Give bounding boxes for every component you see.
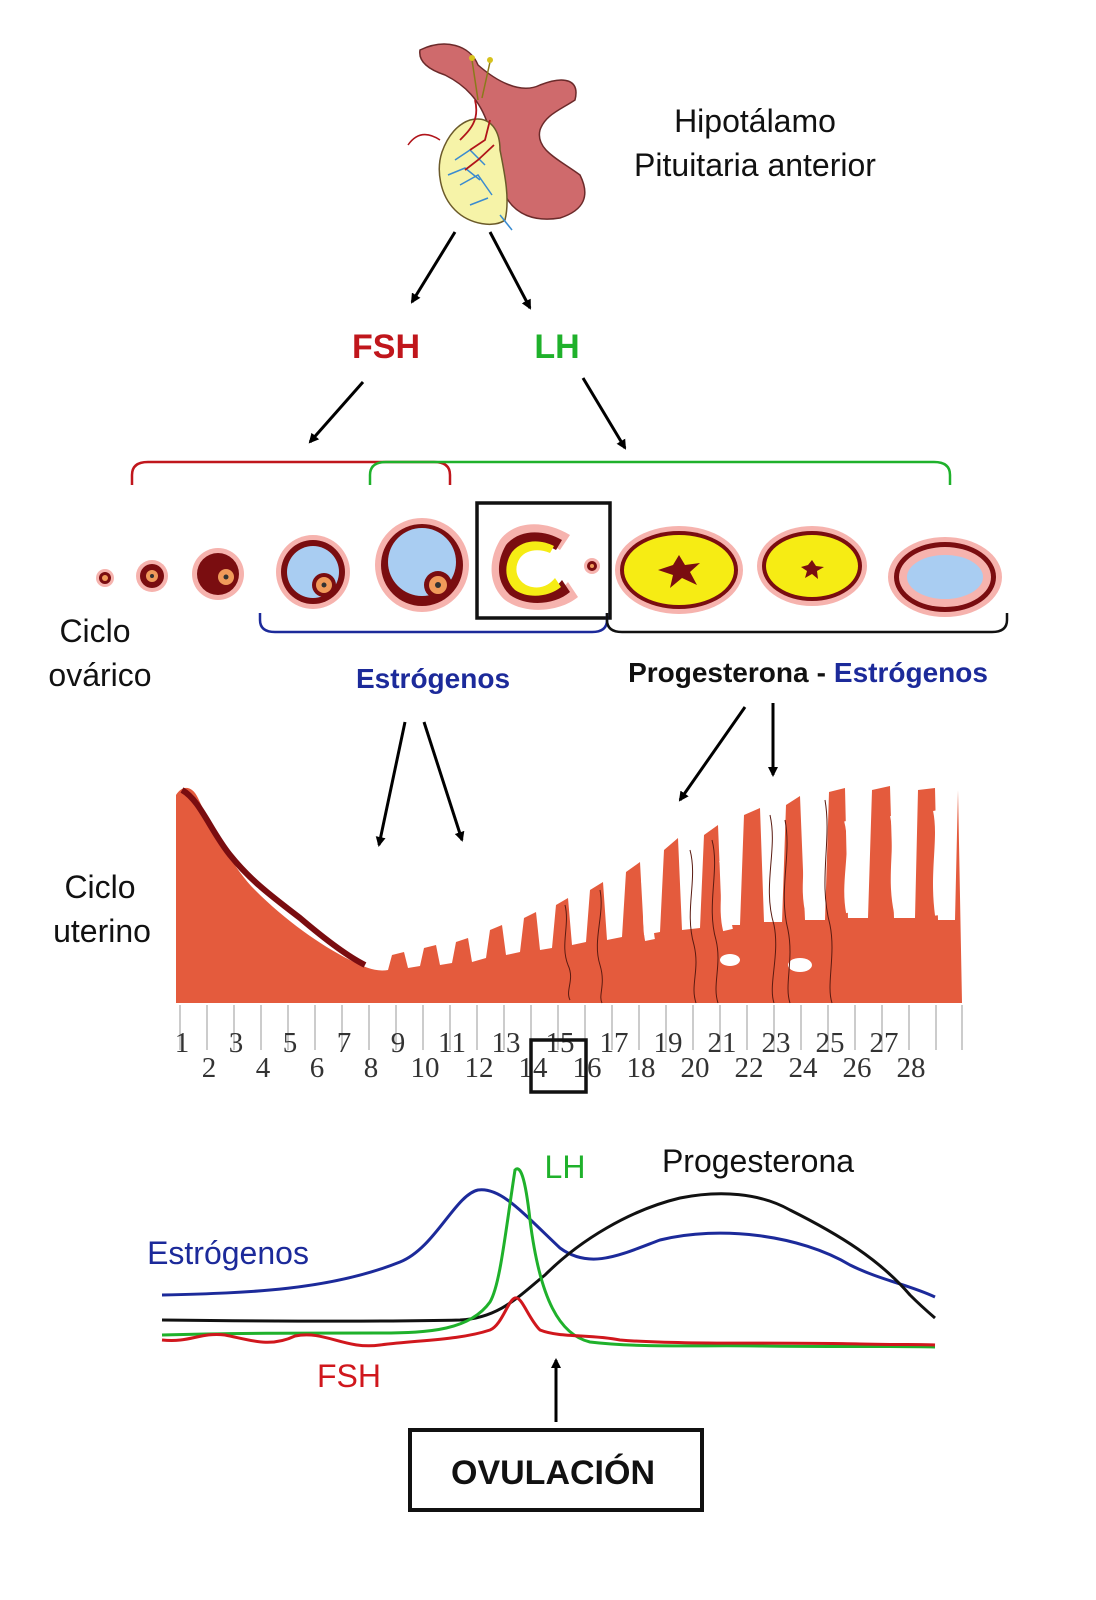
day-number: 8 (364, 1052, 379, 1084)
day-number: 3 (229, 1027, 244, 1059)
day-number: 11 (438, 1027, 466, 1059)
estrogen-curve-label: Estrógenos (147, 1235, 309, 1271)
arrow-gland-to-fsh (410, 231, 457, 304)
lh-bracket (368, 460, 952, 485)
fsh-curve-label: FSH (317, 1358, 381, 1394)
arrow-gland-to-lh (488, 231, 532, 310)
pituitary-illustration (407, 43, 586, 231)
day-number: 13 (492, 1027, 521, 1059)
progesterone-curve-label: Progesterona (662, 1143, 854, 1179)
lh-curve (161, 1167, 936, 1349)
estrogen-phase-label: Estrógenos (356, 663, 510, 694)
day-number: 28 (897, 1052, 926, 1084)
ovulation-label: OVULACIÓN (451, 1454, 655, 1492)
arrow-estrogen-1 (375, 721, 407, 847)
day-number: 26 (843, 1052, 872, 1084)
fsh-curve (161, 1296, 936, 1348)
day-14-highlight-box (529, 1038, 588, 1094)
estrogen-phase-label-2: Estrógenos (834, 657, 988, 688)
progesterone-bracket (605, 613, 1009, 634)
day-number: 4 (256, 1052, 271, 1084)
day-number: 12 (465, 1052, 494, 1084)
day-number: 19 (654, 1027, 683, 1059)
day-number: 5 (283, 1027, 298, 1059)
ovulation-box (408, 1428, 704, 1512)
arrow-fsh-to-ovary (308, 381, 365, 444)
arrow-progesterone-1 (678, 706, 747, 802)
day-number: 22 (735, 1052, 764, 1084)
anterior-pituitary-label: Pituitaria anterior (634, 147, 876, 183)
uterine-cycle-label-line2: uterino (53, 913, 151, 949)
day-number: 20 (681, 1052, 710, 1084)
ovarian-cycle-label-line1: Ciclo (59, 613, 130, 649)
ovarian-follicles (96, 518, 1002, 617)
hypothalamus-label: Hipotálamo (674, 103, 836, 139)
day-number: 24 (789, 1052, 819, 1084)
progesterone-phase-label: Progesterona (628, 657, 809, 688)
phase-separator: - (817, 657, 826, 688)
day-number: 27 (870, 1027, 899, 1059)
lh-curve-label: LH (545, 1149, 586, 1185)
day-number: 15 (546, 1027, 575, 1059)
ovarian-cycle-label-line2: ovárico (48, 657, 151, 693)
estrogen-curve (161, 1188, 936, 1299)
day-number: 6 (310, 1052, 325, 1084)
day-number: 2 (202, 1052, 217, 1084)
progesterone-curve (161, 1192, 936, 1323)
luteal-phase-label: Progesterona-Estrógenos (628, 657, 988, 688)
day-number: 10 (411, 1052, 440, 1084)
day-number: 9 (391, 1027, 406, 1059)
uterine-cycle-label-line1: Ciclo (64, 869, 135, 905)
day-number: 1 (175, 1027, 190, 1059)
arrow-lh-to-ovary (581, 377, 627, 450)
day-number: 21 (708, 1027, 737, 1059)
arrow-estrogen-2 (422, 721, 465, 842)
day-number: 17 (600, 1027, 629, 1059)
ovulating-follicle-box (475, 501, 612, 620)
lh-hormone-label: LH (534, 328, 579, 366)
fsh-hormone-label: FSH (352, 328, 420, 366)
estrogen-bracket (258, 613, 609, 634)
fsh-bracket (130, 460, 452, 485)
day-number: 25 (816, 1027, 845, 1059)
day-number: 7 (337, 1027, 352, 1059)
endometrium-illustration (176, 786, 963, 1050)
day-number: 14 (519, 1052, 549, 1084)
day-number: 18 (627, 1052, 656, 1084)
day-number: 23 (762, 1027, 791, 1059)
